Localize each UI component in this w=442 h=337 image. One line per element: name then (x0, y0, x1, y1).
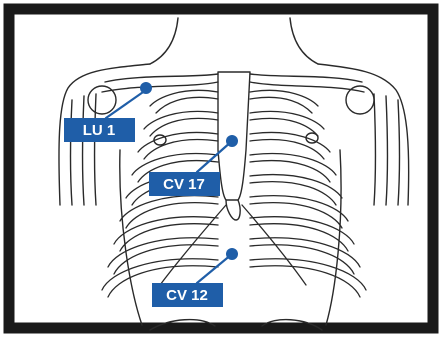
cv17-label: CV 17 (163, 176, 205, 193)
cv17-marker (226, 135, 238, 147)
lu1-marker (140, 82, 152, 94)
cv12-marker (226, 248, 238, 260)
cv12-label: CV 12 (166, 287, 208, 304)
frame-border (9, 9, 433, 328)
lu1-label: LU 1 (83, 122, 116, 139)
